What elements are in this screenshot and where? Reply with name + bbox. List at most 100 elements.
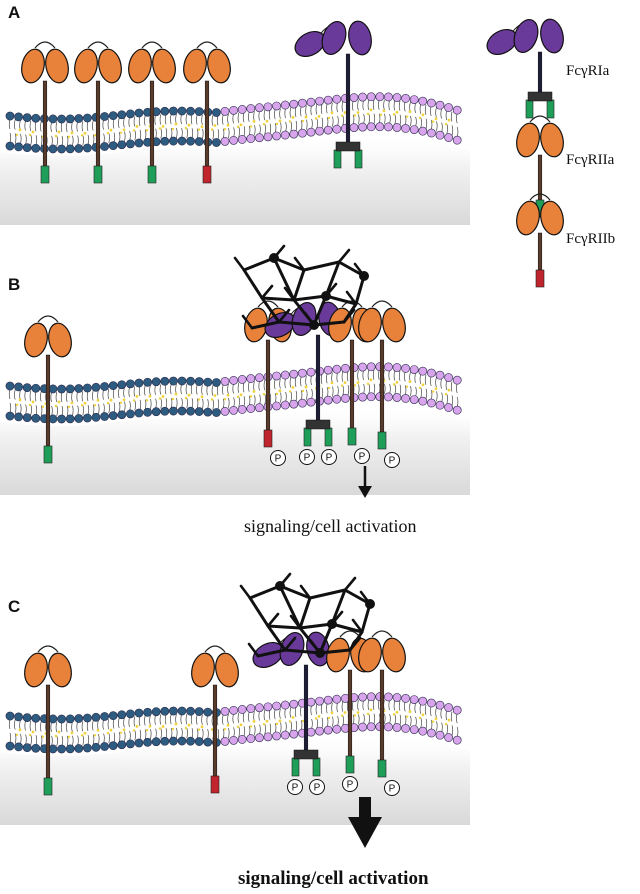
lipid-head [65,114,75,124]
lipid-head [203,377,213,387]
legend-label-fcgria: FcγRIa [566,63,610,79]
lipid-head [22,113,32,123]
lipid-head [57,384,66,394]
lipid-head [452,705,462,715]
gamma-chain-tail [525,99,534,119]
lipid-head [315,726,324,736]
lipid-head [83,713,92,723]
complex-link [283,648,322,655]
receptor-stalk [149,80,155,167]
lipid-head [160,406,170,416]
complex-branch [260,284,274,300]
legend-icon-fcgriia [516,115,564,218]
lipid-head [117,710,127,720]
lipid-head [168,406,178,416]
lipid-head [418,696,428,706]
lipid-head [220,106,230,116]
complex-link [318,648,352,655]
lipid-head [289,99,299,109]
itam-tail [43,445,53,464]
lipid-head [203,707,213,717]
lipid-head [83,743,92,753]
lipid-head [186,706,195,716]
lipid-head [444,403,453,412]
lipid-head [83,143,92,153]
lipid-head [401,723,410,733]
lipid-head [229,135,238,145]
lipid-head [134,738,144,748]
lipid-head [91,382,101,392]
lipid-head [358,722,367,732]
lipid-head [125,739,135,749]
lipid-head [366,122,376,132]
lipid-head [332,364,342,374]
lipid-head [263,132,273,142]
lipid-head [280,100,290,110]
lipid-head [168,376,178,386]
lipid-head [246,734,256,743]
receptor-domain [24,322,48,358]
lipid-head [315,96,324,106]
lipid-head [392,393,402,402]
legend-label-fcgriia: FcγRIIa [566,152,615,168]
lipid-head [280,370,290,380]
lipid-head [409,395,419,404]
lipid-head [100,112,109,121]
complex-node [269,253,279,263]
lipid-head [246,704,256,713]
lipid-head [117,140,127,150]
lipid-head [229,405,238,415]
receptor-domain [358,637,382,673]
receptor-domain [48,322,72,358]
phosphate-circle [384,452,400,468]
lipid-head [220,736,230,746]
lipid-head [237,375,247,384]
lipid-head [332,694,342,704]
lipid-head [100,412,109,421]
receptor-domain [358,307,382,343]
receptor-domain [45,48,69,84]
gamma-chain-tail [324,427,333,447]
lipid-head [315,696,324,706]
lipid-head [237,405,247,414]
lipid-head [272,371,281,381]
complex-branch [233,256,246,272]
receptor-stalk [45,684,51,779]
lipid-head [418,366,428,376]
lipid-head [31,743,41,753]
lipid-head [444,373,453,382]
lipid-head [220,376,230,386]
lipid-head [57,144,66,154]
lipid-head [289,369,299,379]
receptor-domain [516,200,540,236]
legend-fcgriia-glyph [516,115,564,218]
fcgrii-receptor-a-2 [128,41,176,184]
itam-tail [345,755,355,774]
receptor-domain [540,122,564,158]
lipid-head [375,92,385,102]
lipid-head [401,123,410,133]
lipid-head [168,136,178,146]
immune-complex-c [239,572,375,658]
lipid-head [401,93,410,103]
lipid-head [160,106,170,116]
lipid-head [280,700,290,710]
receptor-domain [215,652,239,688]
complex-node [309,320,319,330]
fcgrii-receptor-a-3 [183,41,231,184]
lipid-head [383,722,393,732]
lipid-head [263,702,273,712]
receptor-domain [321,20,347,56]
complex-link [277,320,316,327]
complex-branch [277,308,291,324]
receptors-a [21,20,372,184]
complex-link [248,584,282,600]
fcgrii-receptor-a-1 [74,41,122,184]
lipid-head [229,705,238,715]
receptor-domain [540,18,564,54]
lipid-head [383,392,393,402]
lipid-head [125,379,135,389]
